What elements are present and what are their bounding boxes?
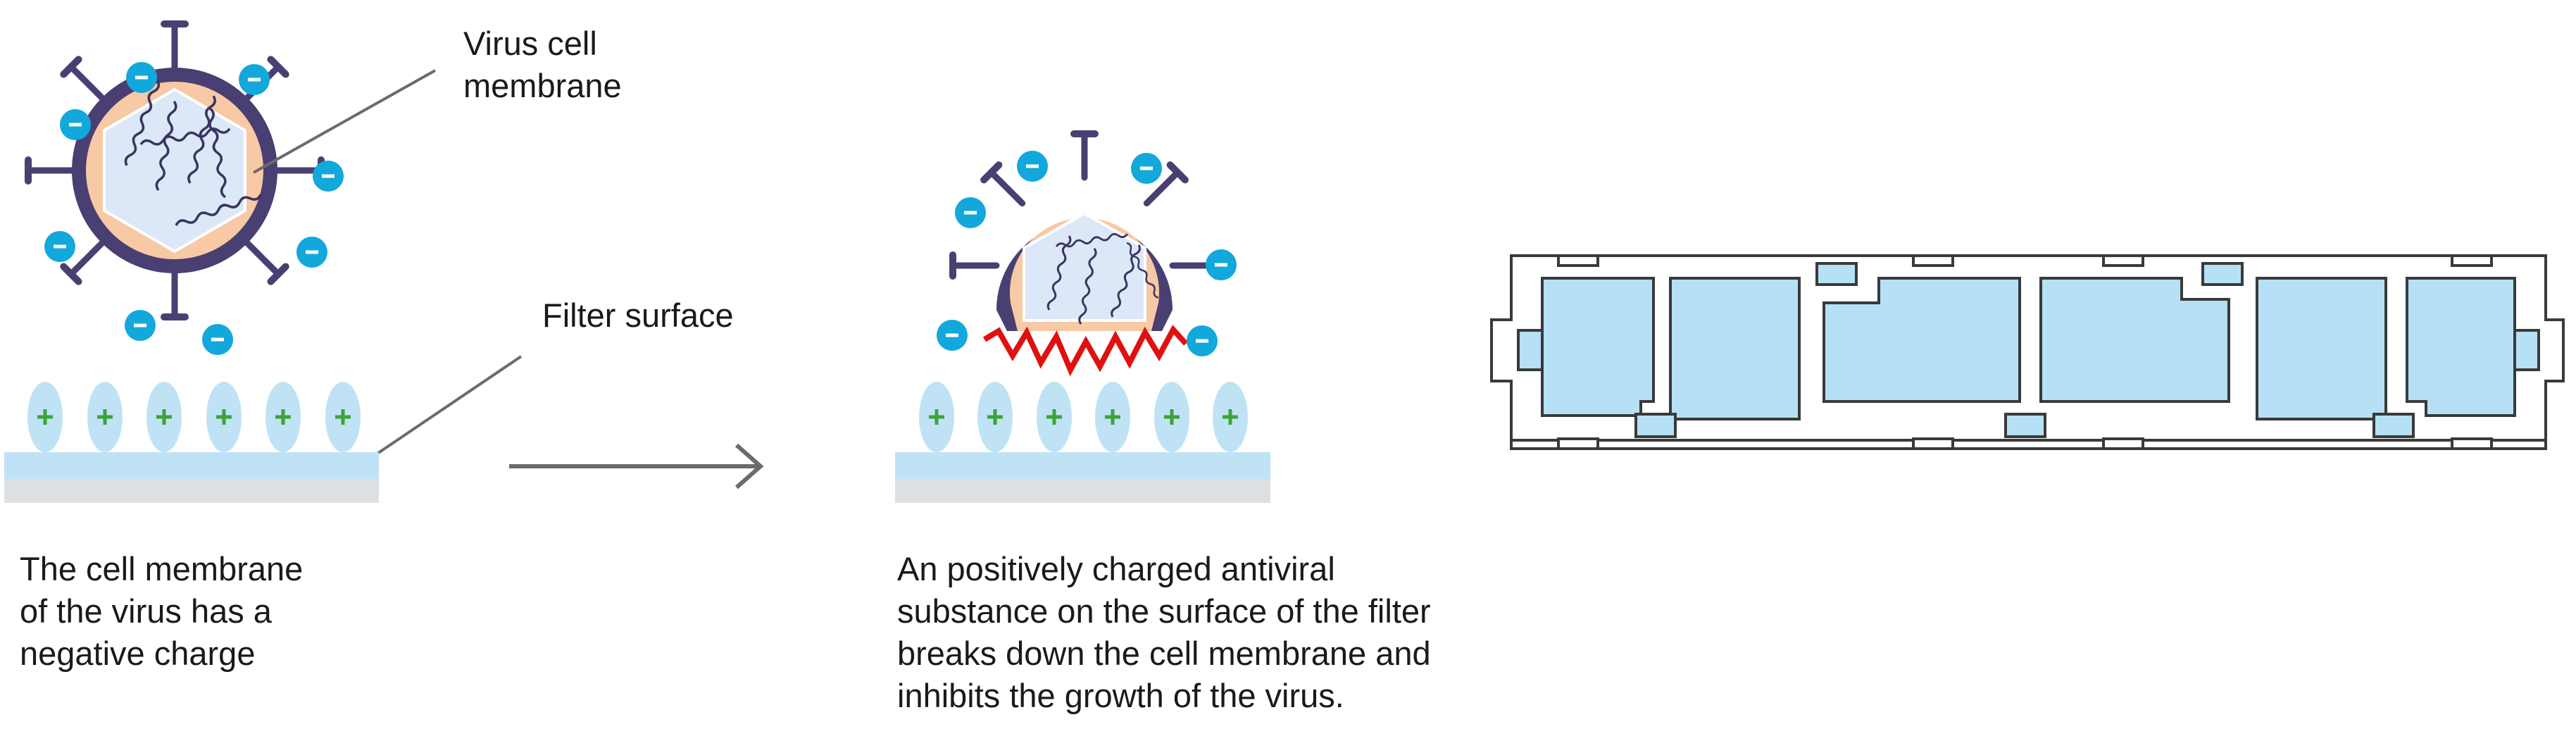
filter-right: [895, 382, 1270, 503]
filter-surface-label: Filter surface: [542, 297, 734, 334]
positive-charge-icon: [146, 382, 182, 452]
negative-charge-icon: [1131, 153, 1162, 184]
filter-panel-schematic: [1490, 254, 2565, 450]
positive-charge-icon: [977, 382, 1013, 452]
filter-surface-leader-line: [363, 355, 523, 463]
negative-charge-icon: [955, 197, 986, 228]
panel-cell: [2039, 277, 2230, 403]
panel-edge-tab-right: [2513, 329, 2540, 371]
negative-charge-icon: [937, 320, 968, 351]
panel-cell: [2406, 277, 2516, 417]
panel-small-cell: [2201, 262, 2244, 286]
filter-panel-notches: [1557, 254, 2493, 450]
negative-charge-icon: [1017, 151, 1048, 182]
caption-middle: An positively charged antiviral substanc…: [897, 550, 1431, 714]
negative-charge-icon: [44, 231, 75, 262]
filter-left: [4, 382, 379, 503]
panel-cell: [1541, 277, 1655, 417]
process-arrow: [509, 443, 764, 490]
panel-small-cell: [2372, 413, 2415, 438]
panel-bottom-strip: [1510, 439, 2547, 450]
filter-top-layer: [4, 452, 379, 479]
filter-base-layer: [4, 479, 379, 503]
negative-charge-icon: [202, 324, 233, 355]
positive-charge-icon: [1037, 382, 1072, 452]
filter-base-layer: [895, 479, 1270, 503]
panel-edge-tab-left: [1517, 329, 1544, 371]
virus-membrane-leader-line: [253, 69, 436, 174]
positive-charge-icon: [325, 382, 361, 452]
positive-charge-icon: [919, 382, 954, 452]
negative-charge-icon: [239, 64, 270, 95]
virus-left: [28, 24, 344, 355]
positive-charge-icon: [1213, 382, 1248, 452]
negative-charge-icon: [60, 109, 91, 140]
filter-panel-cells: [1517, 262, 2540, 438]
positive-charge-icon: [1095, 382, 1130, 452]
panel-cell: [1669, 277, 1801, 420]
positive-charge-icon: [87, 382, 123, 452]
panel-cell: [1822, 277, 2021, 403]
positive-charges-left: [27, 382, 361, 452]
panel-small-cell: [2004, 413, 2046, 438]
positive-charges-right: [919, 382, 1248, 452]
positive-charge-icon: [265, 382, 301, 452]
panel-cell: [2256, 277, 2387, 420]
virus-right: [937, 134, 1237, 377]
positive-charge-icon: [1154, 382, 1189, 452]
positive-charge-icon: [206, 382, 242, 452]
negative-charge-icon: [125, 310, 156, 341]
negative-charge-icon: [1206, 249, 1237, 280]
negative-charge-icon: [296, 237, 327, 268]
negative-charge-icon: [1187, 325, 1218, 356]
membrane-rupture-line: [982, 325, 1188, 377]
negative-charge-icon: [126, 62, 157, 93]
negative-charge-icon: [313, 161, 344, 192]
caption-left: The cell membrane of the virus has a neg…: [20, 550, 304, 672]
virus-membrane-label: Virus cell membrane: [463, 25, 622, 104]
panel-small-cell: [1815, 262, 1858, 286]
panel-small-cell: [1634, 413, 1677, 438]
positive-charge-icon: [27, 382, 63, 452]
filter-top-layer: [895, 452, 1270, 479]
